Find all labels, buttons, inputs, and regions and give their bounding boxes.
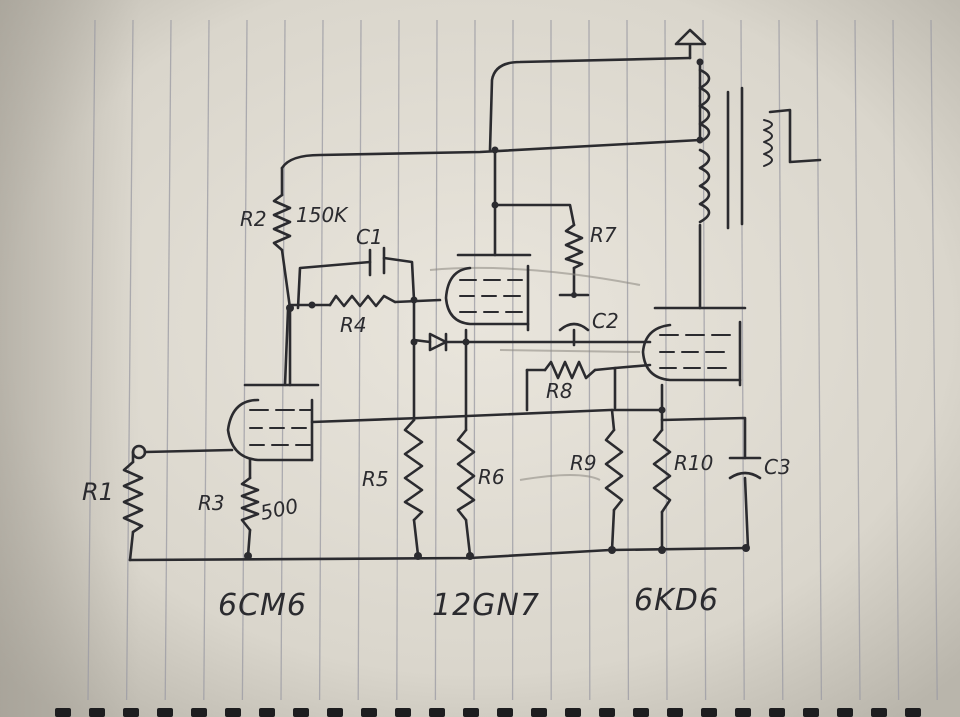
ruled-line [125, 19, 134, 701]
label-r6: R6 [478, 465, 505, 489]
label-r8: R8 [546, 379, 573, 403]
tube-6cm6-symbol [226, 383, 320, 462]
ground-bus [128, 546, 750, 562]
resistor-r9 [604, 428, 624, 512]
antenna-icon [674, 28, 707, 60]
junction-dots [244, 58, 750, 560]
ruled-line [626, 19, 630, 701]
binding-hole [429, 708, 445, 717]
binding-hole [497, 708, 513, 717]
binding-hole [259, 708, 275, 717]
binding-hole [463, 708, 479, 717]
ruled-line [588, 19, 591, 701]
binding-hole [701, 708, 717, 717]
label-c3: C3 [764, 455, 791, 479]
ruled-line [357, 19, 362, 701]
ruled-line [241, 19, 248, 701]
label-r2: R2 [240, 207, 267, 231]
binding-hole [89, 708, 105, 717]
binding-hole [55, 708, 71, 717]
ruled-line [164, 19, 172, 701]
binding-hole [769, 708, 785, 717]
resistor-r6 [456, 428, 476, 522]
resistor-r4 [328, 294, 397, 308]
binding-hole [225, 708, 241, 717]
ruled-line [318, 19, 324, 701]
ruled-line [87, 19, 96, 701]
binding-hole [633, 708, 649, 717]
binding-hole [395, 708, 411, 717]
label-r4: R4 [340, 313, 367, 337]
binding-hole [565, 708, 581, 717]
resistor-r3 [240, 476, 260, 532]
binding-hole [327, 708, 343, 717]
resistor-r8 [543, 360, 597, 380]
binding-hole [837, 708, 853, 717]
input-terminal [131, 444, 147, 460]
binding-hole [803, 708, 819, 717]
label-r10: R10 [674, 451, 713, 475]
wiring [128, 28, 750, 562]
resistor-r1 [122, 460, 144, 534]
resistor-r10 [652, 428, 672, 514]
resistor-r7 [564, 223, 584, 270]
tube-6kd6-symbol [641, 306, 747, 387]
label-r9: R9 [570, 451, 597, 475]
ruled-line [396, 19, 400, 701]
ruled-line [434, 19, 438, 701]
ruled-line [702, 19, 707, 701]
page-shadow [0, 0, 140, 717]
ruled-line [854, 19, 861, 701]
ruled-line [280, 19, 286, 701]
binding-hole [599, 708, 615, 717]
binding-hole [735, 708, 751, 717]
ruled-line [816, 19, 823, 701]
label-r3: R3 [198, 491, 225, 515]
ruled-line [203, 19, 210, 701]
ruled-line [664, 19, 668, 701]
binding-hole [123, 708, 139, 717]
label-c1: C1 [356, 225, 383, 249]
capacitor-c1 [368, 246, 386, 277]
ruled-lines [87, 19, 938, 701]
binding-hole [531, 708, 547, 717]
binding-holes [55, 708, 921, 717]
binding-hole [157, 708, 173, 717]
output-coil [698, 68, 822, 230]
label-r7: R7 [590, 223, 617, 247]
diode [428, 332, 448, 352]
ruled-line [778, 19, 784, 701]
label-r5: R5 [362, 467, 389, 491]
tube-label-6kd6: 6KD6 [634, 583, 719, 618]
label-r2-value: 150K [296, 203, 349, 227]
binding-hole [871, 708, 887, 717]
capacitor-c3 [728, 456, 762, 480]
resistor-r5 [403, 418, 424, 522]
binding-hole [191, 708, 207, 717]
tube-label-6cm6: 6CM6 [218, 588, 307, 623]
ruled-line [930, 19, 938, 701]
binding-hole [293, 708, 309, 717]
label-c2: C2 [592, 309, 619, 333]
tube-12gn7-symbol [444, 253, 532, 332]
binding-hole [905, 708, 921, 717]
tube-label-12gn7: 12GN7 [432, 588, 540, 623]
resistor-r2 [272, 193, 292, 252]
ruled-line [892, 19, 900, 701]
binding-hole [361, 708, 377, 717]
ruled-line [473, 19, 476, 701]
binding-hole [667, 708, 683, 717]
label-r1: R1 [82, 478, 114, 506]
